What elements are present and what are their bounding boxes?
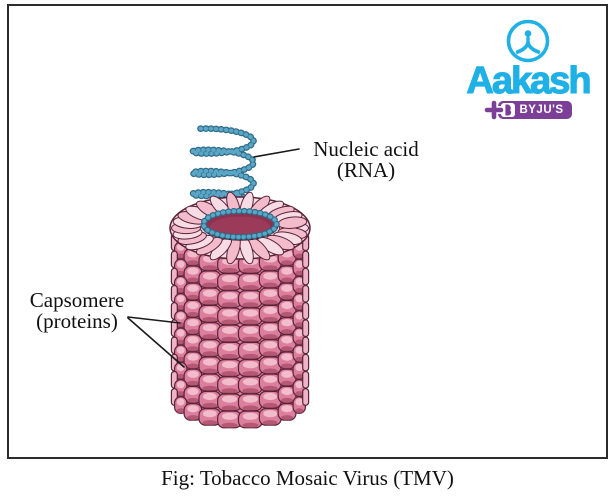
byjus-label: BYJU'S xyxy=(519,104,564,116)
label-capsomere-line2: (proteins) xyxy=(36,309,118,333)
label-capsomere-line1: Capsomere xyxy=(29,288,125,312)
byjus-mark-icon xyxy=(505,104,512,116)
plus-icon xyxy=(484,100,505,120)
byjus-badge: BYJU'S xyxy=(498,101,572,119)
pointer-line-nucleic-acid xyxy=(253,148,300,158)
capsid-hole xyxy=(200,207,280,241)
aakash-byjus-logo: Aakash BYJU'S xyxy=(450,18,606,120)
label-capsomere: Capsomere (proteins) xyxy=(14,290,140,332)
figure-caption: Fig: Tobacco Mosaic Virus (TMV) xyxy=(161,466,454,490)
pointer-line-capsomere-upper xyxy=(127,316,181,324)
byjus-badge-row: BYJU'S xyxy=(450,100,606,120)
label-nucleic-acid-line1: Nucleic acid xyxy=(313,137,419,161)
pointer-line-capsomere-lower xyxy=(127,317,185,368)
label-nucleic-acid: Nucleic acid (RNA) xyxy=(296,139,436,181)
aakash-brand-text: Aakash xyxy=(466,60,592,102)
pointer-lines xyxy=(127,148,300,368)
figure-border xyxy=(7,4,608,459)
rna-helix xyxy=(188,125,257,204)
capsomere-grid xyxy=(170,233,310,429)
label-nucleic-acid-line2: (RNA) xyxy=(336,158,396,182)
aakash-circle-person-icon xyxy=(506,19,550,63)
byjus-mark-chip xyxy=(501,103,516,117)
